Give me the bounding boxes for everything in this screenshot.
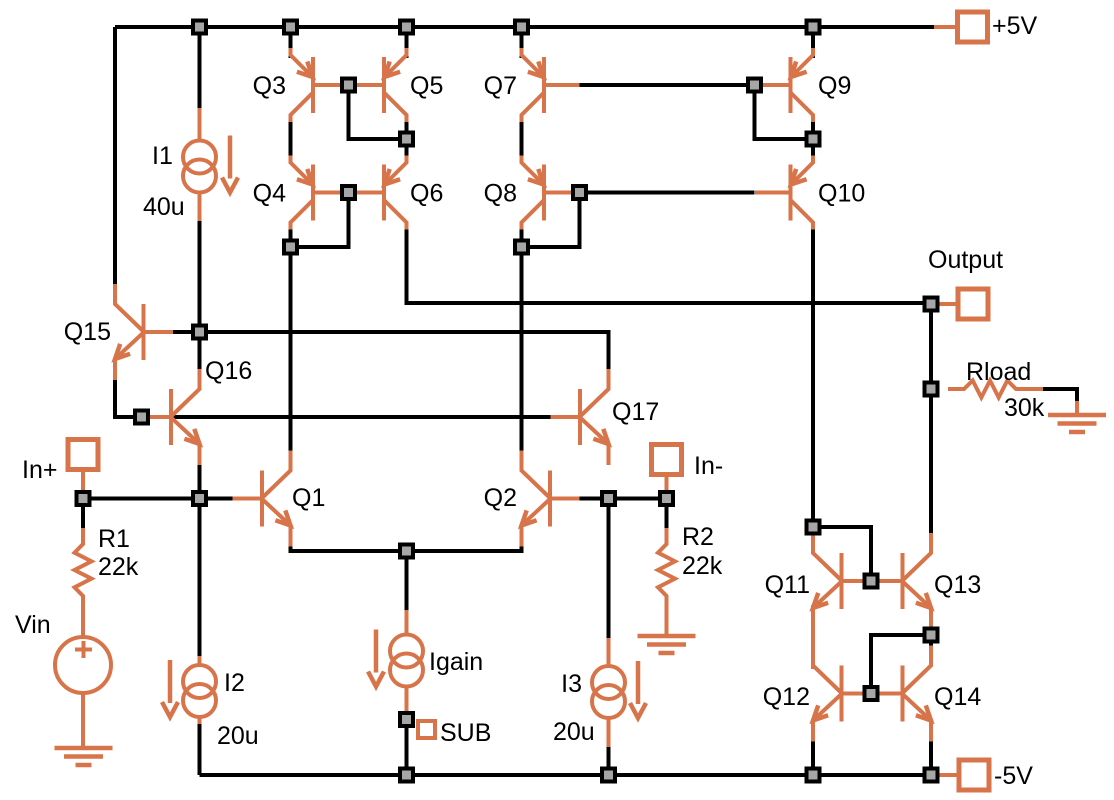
svg-text:22k: 22k [682, 552, 723, 580]
svg-text:20u: 20u [553, 718, 595, 746]
svg-text:Q1: Q1 [292, 484, 325, 512]
svg-text:Q16: Q16 [205, 357, 252, 385]
svg-text:Q10: Q10 [818, 180, 865, 208]
svg-text:Q14: Q14 [934, 683, 981, 711]
svg-text:I1: I1 [152, 142, 173, 170]
svg-text:In+: In+ [22, 456, 57, 484]
svg-text:SUB: SUB [440, 719, 491, 747]
svg-text:Q2: Q2 [484, 484, 517, 512]
svg-text:Q15: Q15 [64, 318, 111, 346]
svg-text:+5V: +5V [992, 12, 1038, 40]
svg-text:-5V: -5V [994, 762, 1033, 790]
svg-text:22k: 22k [98, 553, 139, 581]
svg-text:Q17: Q17 [612, 398, 659, 426]
svg-text:I3: I3 [561, 670, 582, 698]
svg-text:30k: 30k [1004, 394, 1045, 422]
svg-text:Rload: Rload [966, 358, 1031, 386]
svg-text:40u: 40u [143, 193, 185, 221]
svg-text:Q6: Q6 [410, 180, 443, 208]
svg-text:Q11: Q11 [765, 571, 810, 599]
svg-text:Q4: Q4 [253, 180, 286, 208]
svg-text:R1: R1 [98, 525, 130, 553]
svg-text:Q13: Q13 [934, 571, 981, 599]
svg-text:Igain: Igain [429, 648, 483, 676]
svg-text:Q7: Q7 [484, 72, 517, 100]
svg-text:Q5: Q5 [410, 72, 443, 100]
svg-text:I2: I2 [224, 669, 245, 697]
svg-text:Q12: Q12 [763, 683, 810, 711]
svg-text:Output: Output [928, 246, 1003, 274]
svg-text:Q8: Q8 [484, 180, 517, 208]
svg-text:20u: 20u [217, 722, 259, 750]
svg-text:Q3: Q3 [253, 72, 286, 100]
svg-text:R2: R2 [682, 523, 714, 551]
svg-text:Vin: Vin [15, 611, 51, 639]
svg-text:In-: In- [694, 452, 723, 480]
svg-text:Q9: Q9 [818, 72, 851, 100]
